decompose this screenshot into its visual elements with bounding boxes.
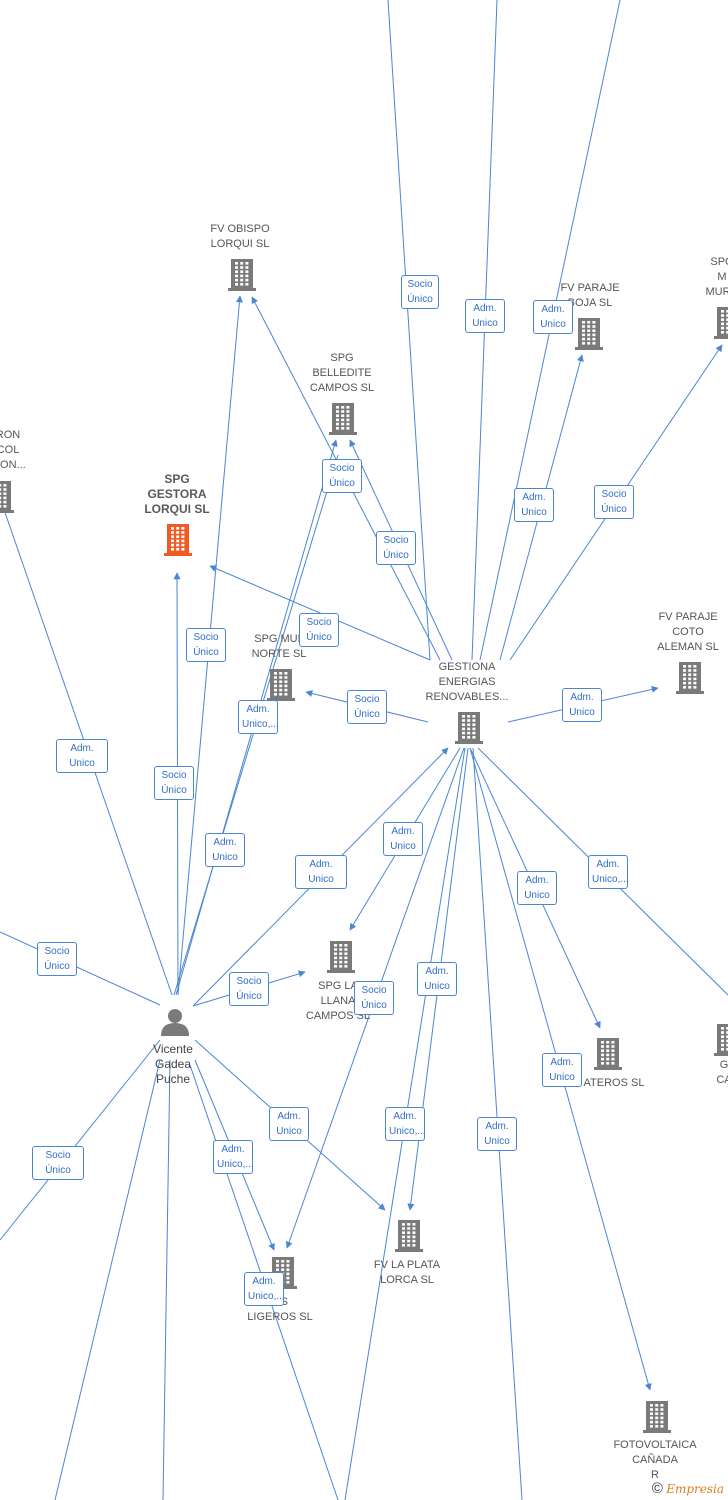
focus-building-icon[interactable] (164, 524, 192, 556)
edge-role-badge[interactable]: Adm. Unico,... (385, 1107, 426, 1141)
node-label-vicente[interactable]: Vicente Gadea Puche (153, 1042, 193, 1086)
building-icon[interactable] (676, 662, 704, 694)
edge-role-badge[interactable]: Adm. Unico (477, 1117, 517, 1151)
edge-role-badge[interactable]: Socio Único (347, 690, 387, 724)
node-label-fv-obispo[interactable]: FV OBISPO LORQUI SL (210, 223, 270, 250)
copyright-symbol: © (651, 1480, 663, 1497)
edge-role-badge[interactable]: Adm. Unico,... (244, 1272, 285, 1306)
edge-role-badge[interactable]: Socio Único (229, 972, 269, 1006)
edge-role-badge[interactable]: Socio Único (154, 766, 194, 800)
building-icon[interactable] (0, 481, 14, 513)
edge-role-badge[interactable]: Adm. Unico,... (238, 700, 279, 734)
edge-line (0, 931, 161, 1006)
node-label-fv-paraje-boja[interactable]: FV PARAJE BOJA SL (560, 282, 620, 309)
person-icon[interactable] (161, 1009, 189, 1036)
node-label-ron-col[interactable]: RON COL TION... (0, 429, 26, 471)
node-label-spg-murc[interactable]: SPG M MURC (705, 256, 728, 298)
node-label-spg-gestora[interactable]: SPG GESTORA LORQUI SL (144, 472, 210, 516)
edge-role-badge[interactable]: Socio Único (354, 981, 394, 1015)
watermark: © Empresia (647, 1478, 728, 1500)
edge-role-badge[interactable]: Socio Único (594, 485, 634, 519)
node-label-fotovoltaica[interactable]: FOTOVOLTAICA CAÑADA R (613, 1439, 697, 1481)
edge-role-badge[interactable]: Adm. Unico (542, 1053, 582, 1087)
edge-role-badge[interactable]: Adm. Unico (517, 871, 557, 905)
edge-role-badge[interactable]: Adm. Unico (56, 739, 108, 773)
brand-logo: Empresia (666, 1482, 724, 1496)
edge-role-badge[interactable]: Socio Único (37, 942, 77, 976)
node-label-ateros[interactable]: ATEROS SL (583, 1077, 645, 1089)
edge-line (0, 1039, 161, 1241)
edge-role-badge[interactable]: Socio Único (376, 531, 416, 565)
edge-role-badge[interactable]: Adm. Unico (269, 1107, 309, 1141)
edge-role-badge[interactable]: Adm. Unico (514, 488, 554, 522)
edge-role-badge[interactable]: Adm. Unico (533, 300, 573, 334)
edge-role-badge[interactable]: Socio Único (299, 613, 339, 647)
building-icon[interactable] (329, 403, 357, 435)
edge-line (162, 1059, 171, 1500)
edge-role-badge[interactable]: Adm. Unico (383, 822, 423, 856)
edge-role-badge[interactable]: Adm. Unico (562, 688, 602, 722)
edge-role-badge[interactable]: Adm. Unico,... (213, 1140, 254, 1174)
node-label-gestiona[interactable]: GESTIONA ENERGIAS RENOVABLES... (425, 661, 509, 703)
node-label-spg-belledite[interactable]: SPG BELLEDITE CAMPOS SL (309, 352, 375, 394)
edge-line (54, 1059, 161, 1500)
edge-role-badge[interactable]: Adm. Unico (465, 299, 505, 333)
edge-role-badge[interactable]: Adm. Unico (295, 855, 347, 889)
edge-role-badge[interactable]: Socio Único (401, 275, 439, 309)
building-icon[interactable] (455, 712, 483, 744)
building-icon[interactable] (714, 307, 728, 339)
building-icon[interactable] (327, 941, 355, 973)
building-icon[interactable] (267, 669, 295, 701)
edge-role-badge[interactable]: Socio Único (186, 628, 226, 662)
building-icon[interactable] (575, 318, 603, 350)
edge-role-badge[interactable]: Adm. Unico (417, 962, 457, 996)
building-icon[interactable] (643, 1401, 671, 1433)
edge-role-badge[interactable]: Adm. Unico (205, 833, 245, 867)
node-label-g-ca[interactable]: G CA (716, 1059, 728, 1086)
building-icon[interactable] (228, 259, 256, 291)
node-label-fv-plata[interactable]: FV LA PLATA LORCA SL (373, 1259, 441, 1286)
node-label-spg-mula-norte[interactable]: SPG MUL NORTE SL (251, 633, 307, 660)
edge-role-badge[interactable]: Adm. Unico,... (588, 855, 629, 889)
building-icon[interactable] (714, 1024, 728, 1056)
building-icon[interactable] (594, 1038, 622, 1070)
building-icon[interactable] (395, 1220, 423, 1252)
edge-line (387, 0, 431, 661)
edge-role-badge[interactable]: Socio Único (322, 459, 362, 493)
edge-role-badge[interactable]: Socio Único (32, 1146, 84, 1180)
node-label-spg-llana[interactable]: SPG LA LLANA CAMPOS SL (305, 980, 371, 1022)
node-label-fv-paraje-coto[interactable]: FV PARAJE COTO ALEMAN SL (657, 611, 719, 653)
